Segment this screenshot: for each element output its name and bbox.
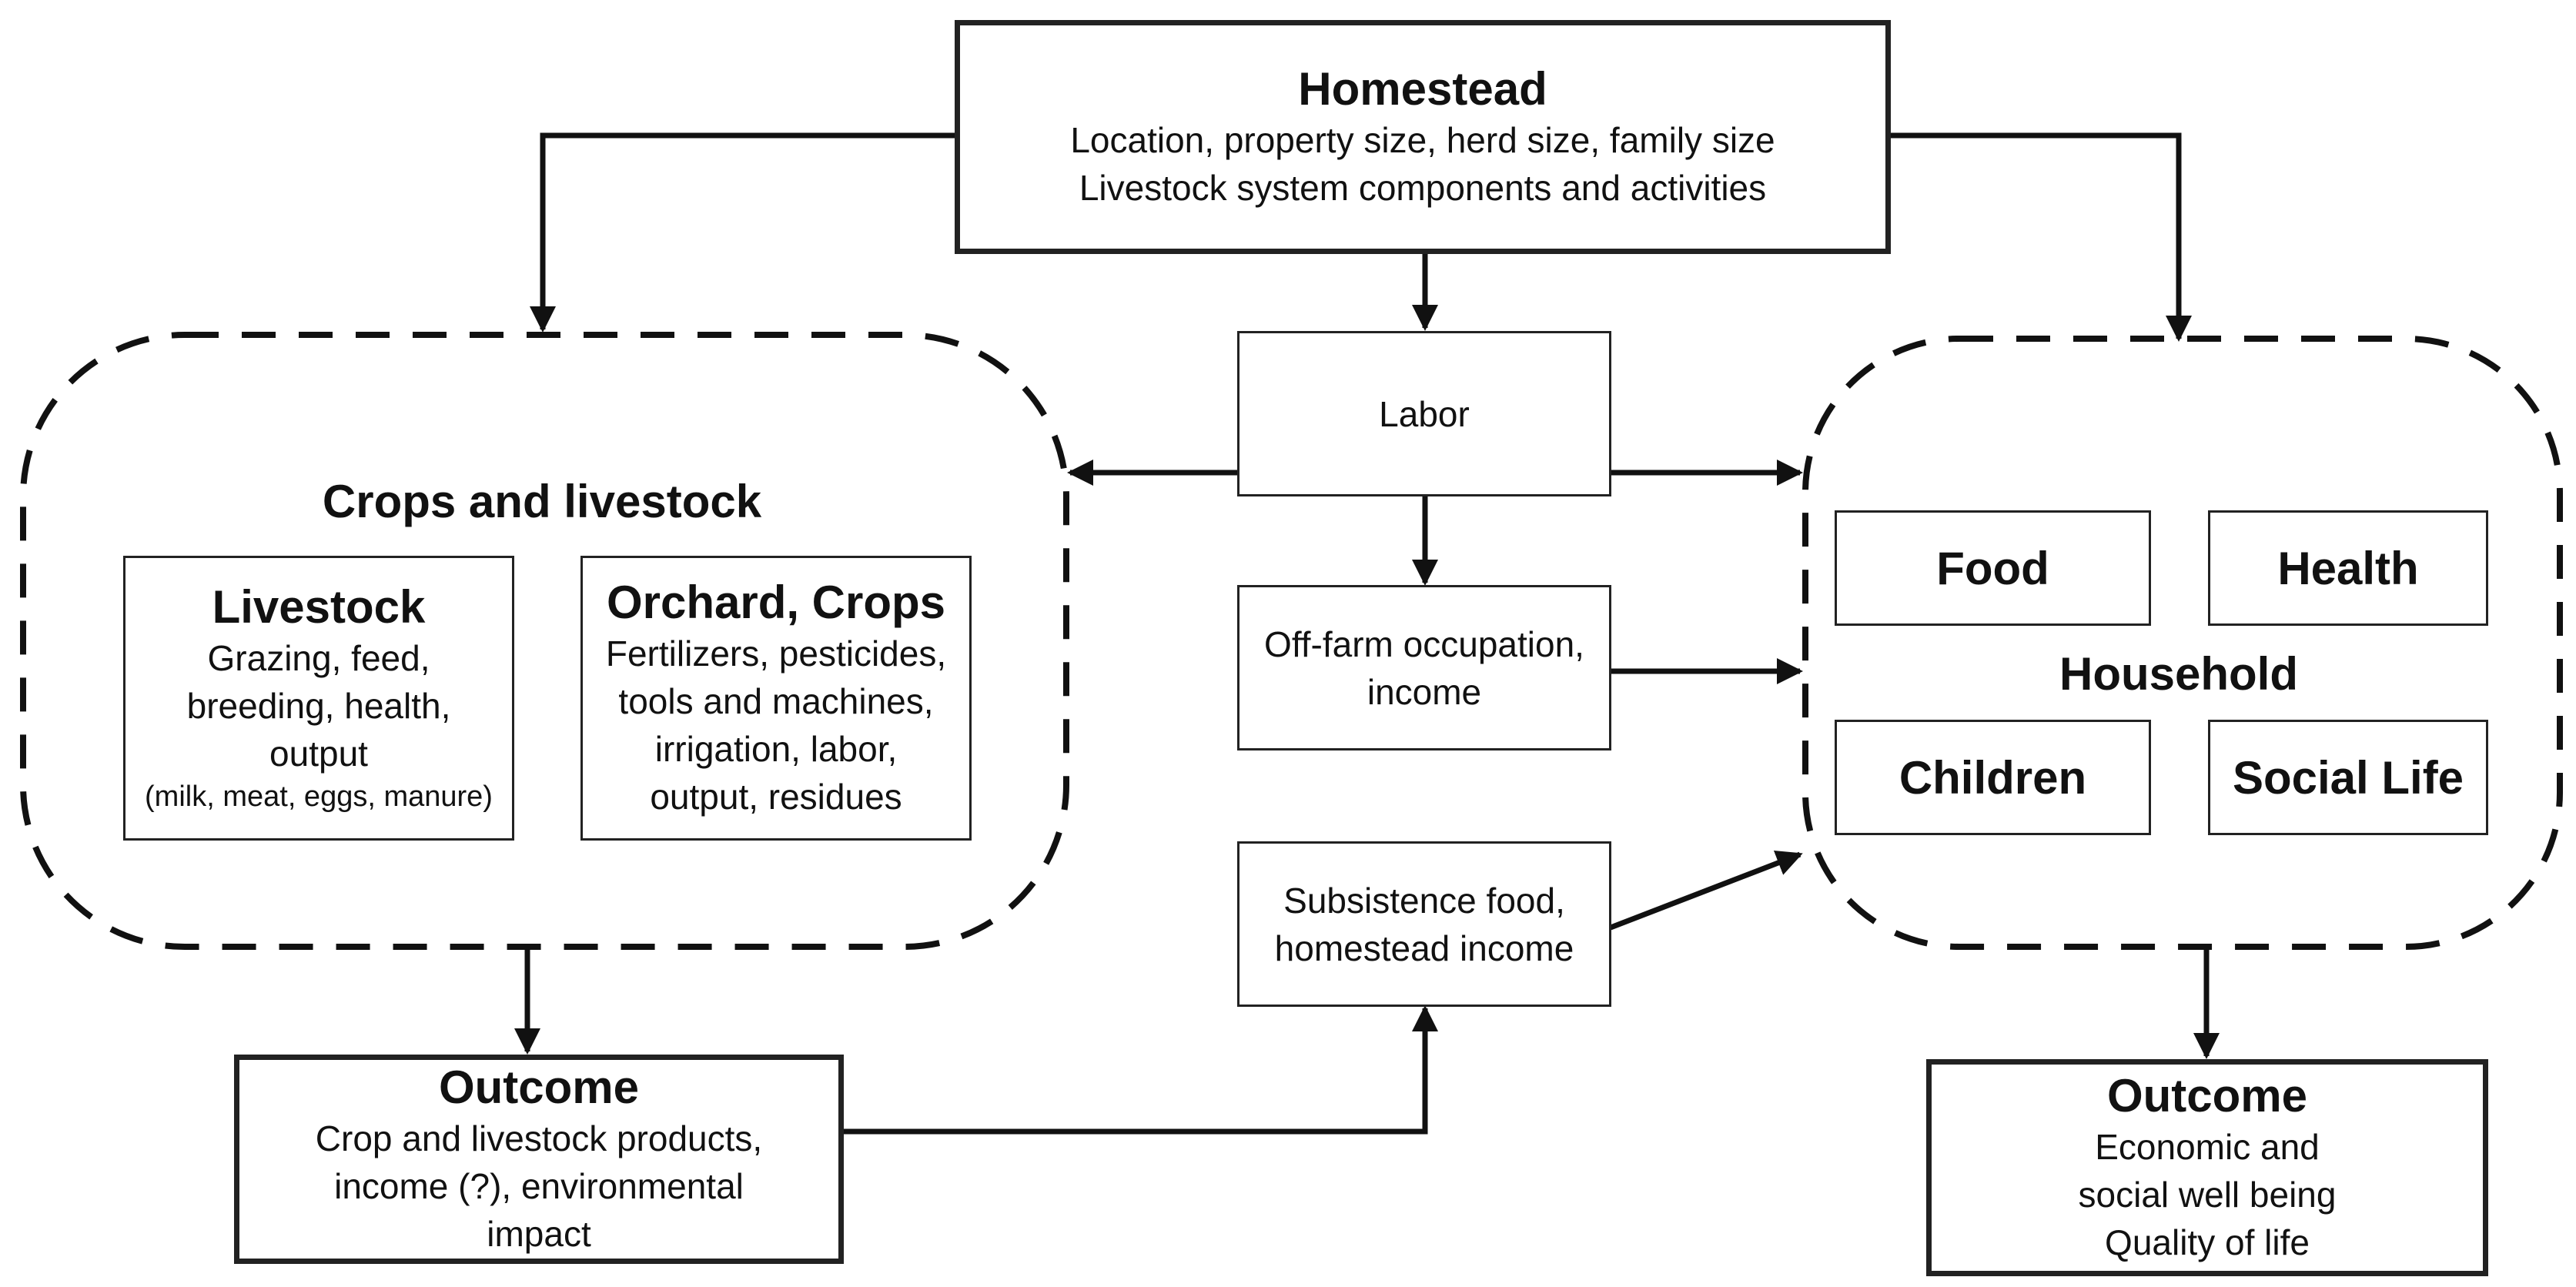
- orchard-crops-box: Orchard, Crops Fertilizers, pesticides, …: [580, 556, 972, 841]
- homestead-line-1: Location, property size, herd size, fami…: [1070, 120, 1775, 160]
- outcome-left-line-1: Crop and livestock products,: [315, 1118, 763, 1158]
- arrow-homestead-to-crops: [530, 132, 955, 333]
- crops-livestock-group: [20, 332, 1069, 950]
- household-group: [1802, 336, 2563, 950]
- outcome-right-box: Outcome Economic and social well being Q…: [1926, 1059, 2488, 1276]
- outcome-right-title: Outcome: [2106, 1070, 2308, 1122]
- labor-label: Labor: [1379, 393, 1470, 434]
- livestock-outputs: (milk, meat, eggs, manure): [145, 781, 493, 813]
- offfarm-line-1: Off-farm occupation,: [1264, 623, 1584, 664]
- household-food-cell: Food: [1835, 510, 2151, 626]
- livestock-line-1: Grazing, feed,: [207, 638, 430, 678]
- outcome-left-box: Outcome Crop and livestock products, inc…: [234, 1055, 844, 1264]
- arrow-subsistence-to-household: [1609, 850, 1803, 931]
- outcome-left-line-2: income (?), environmental: [334, 1166, 744, 1206]
- homestead-line-2: Livestock system components and activiti…: [1079, 168, 1767, 208]
- outcome-right-line-2: social well being: [2078, 1175, 2337, 1215]
- labor-box: Labor: [1237, 331, 1611, 496]
- outcome-left-title: Outcome: [438, 1061, 640, 1113]
- homestead-box: Homestead Location, property size, herd …: [955, 20, 1891, 254]
- subsistence-line-1: Subsistence food,: [1283, 880, 1565, 921]
- crops-livestock-label: Crops and livestock: [322, 476, 762, 527]
- orchard-line-4: output, residues: [650, 777, 902, 817]
- outcome-right-line-1: Economic and: [2095, 1127, 2320, 1167]
- household-health-cell: Health: [2208, 510, 2488, 626]
- offfarm-line-2: income: [1367, 671, 1482, 712]
- homestead-title: Homestead: [1298, 63, 1547, 115]
- livestock-line-3: output: [269, 734, 368, 774]
- arrow-outcome-to-subsistence: [844, 1005, 1438, 1135]
- orchard-line-3: irrigation, labor,: [654, 729, 898, 769]
- arrow-homestead-to-household: [1891, 132, 2192, 342]
- outcome-left-line-3: impact: [487, 1214, 591, 1254]
- livestock-box: Livestock Grazing, feed, breeding, healt…: [123, 556, 514, 841]
- household-children-cell: Children: [1835, 720, 2151, 835]
- household-label: Household: [2059, 648, 2298, 700]
- household-social-life-cell: Social Life: [2208, 720, 2488, 835]
- outcome-right-line-3: Quality of life: [2105, 1222, 2310, 1262]
- orchard-crops-title: Orchard, Crops: [606, 577, 946, 628]
- livestock-line-2: breeding, health,: [186, 686, 451, 726]
- orchard-line-2: tools and machines,: [618, 681, 934, 721]
- offfarm-box: Off-farm occupation, income: [1237, 585, 1611, 750]
- subsistence-line-2: homestead income: [1274, 928, 1574, 968]
- livestock-title: Livestock: [212, 581, 426, 633]
- orchard-line-1: Fertilizers, pesticides,: [605, 633, 947, 674]
- subsistence-box: Subsistence food, homestead income: [1237, 841, 1611, 1007]
